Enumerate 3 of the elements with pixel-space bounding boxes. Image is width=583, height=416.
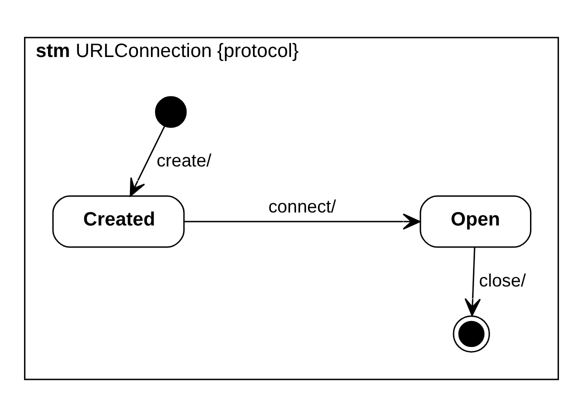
- edge-label: close/: [479, 270, 526, 290]
- edge-label: create/: [156, 150, 212, 170]
- edge-label: connect/: [268, 196, 336, 216]
